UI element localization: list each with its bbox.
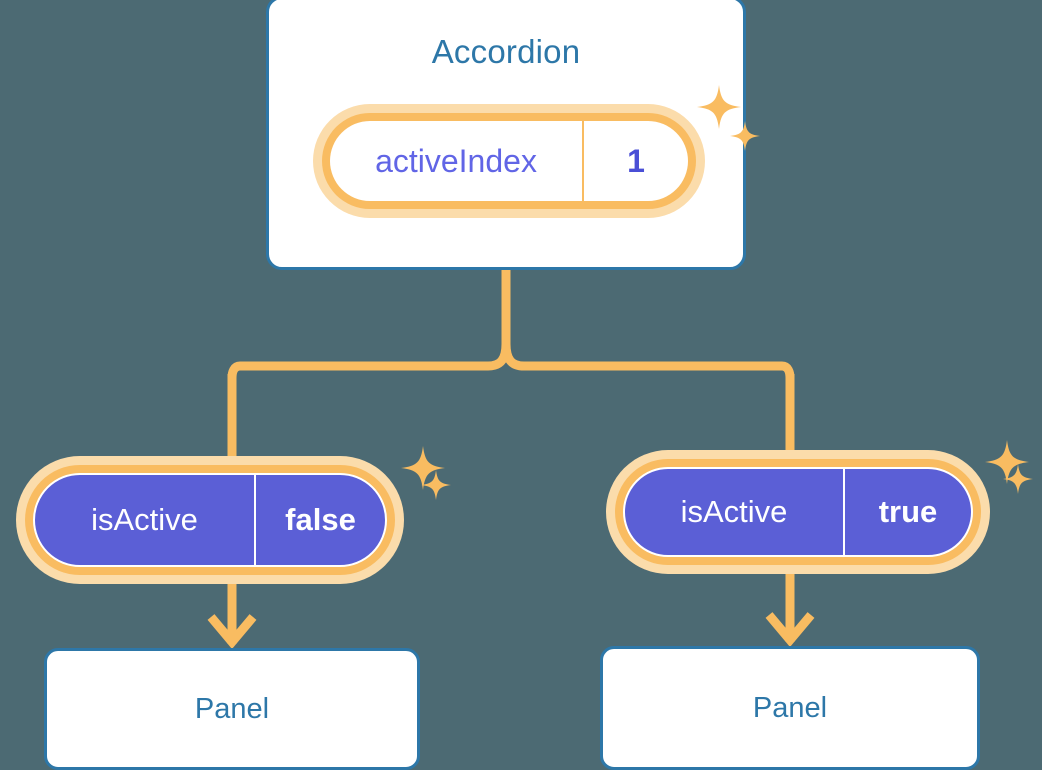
wire-fork-right bbox=[501, 339, 795, 383]
pill-ring: activeIndex 1 bbox=[322, 113, 696, 209]
pill-inner: isActive true bbox=[623, 467, 973, 557]
sparkle-large-icon bbox=[697, 85, 741, 129]
state-key-label: isActive bbox=[91, 502, 198, 537]
pill-ring: isActive false bbox=[25, 465, 395, 575]
state-value-label: 1 bbox=[582, 121, 688, 201]
arrow-down-icon-right bbox=[765, 612, 815, 647]
page-title: Accordion bbox=[431, 33, 581, 70]
pill-ring: isActive true bbox=[615, 459, 981, 565]
wire-fork-left bbox=[227, 339, 511, 383]
panel-title: Panel bbox=[752, 691, 828, 724]
state-pill-activeindex[interactable]: activeIndex 1 bbox=[313, 104, 705, 218]
arrow-down-icon-left bbox=[207, 614, 257, 649]
component-card-accordion[interactable]: Accordion activeIndex 1 bbox=[266, 0, 760, 270]
state-value-label: true bbox=[843, 469, 971, 555]
pill-inner: isActive false bbox=[33, 473, 387, 567]
state-key-label: activeIndex bbox=[375, 142, 537, 179]
state-key-label: isActive bbox=[680, 494, 788, 529]
state-pill-isactive-false[interactable]: isActive false bbox=[16, 456, 404, 584]
state-pill-isactive-true[interactable]: isActive true bbox=[606, 450, 990, 574]
state-value-label: false bbox=[254, 475, 385, 565]
panel-title: Panel bbox=[194, 692, 270, 725]
pill-inner: activeIndex 1 bbox=[330, 121, 688, 201]
component-card-panel-right[interactable]: Panel bbox=[600, 646, 980, 770]
component-card-panel-left[interactable]: Panel bbox=[44, 648, 420, 770]
